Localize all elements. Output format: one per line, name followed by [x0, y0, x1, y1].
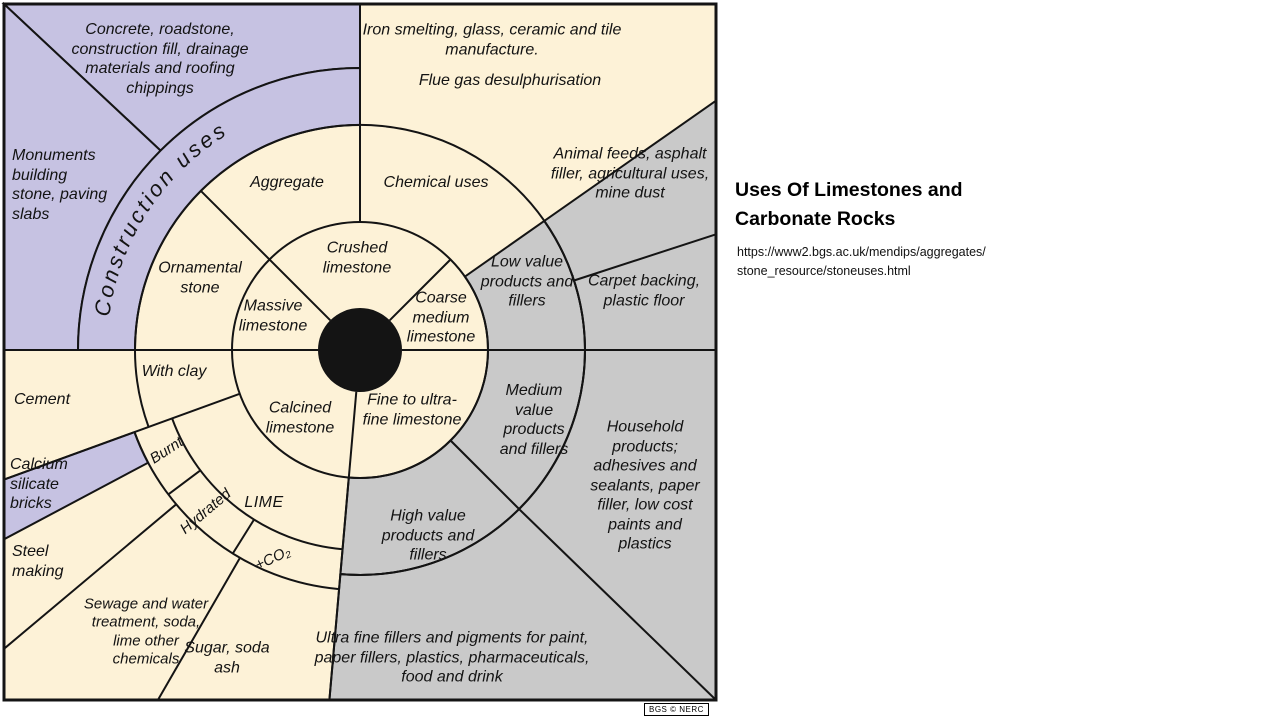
divider-line [200, 190, 332, 322]
label-aggregate: Aggregate [250, 174, 324, 192]
label-lime: LIME [244, 494, 284, 512]
credit-badge: BGS © NERC [644, 703, 709, 716]
lime-band-inner-arc [171, 418, 343, 551]
limestone-uses-diagram: Construction uses [1, 1, 718, 702]
diagram-center-dot [318, 308, 402, 392]
source-url: https://www2.bgs.ac.uk/mendips/aggregate… [737, 245, 986, 278]
lime-band-outer-arc [133, 431, 340, 591]
label-monuments: Monuments building stone, paving slabs [12, 147, 108, 223]
label-low-value: Low value products and fillers [480, 253, 574, 310]
label-cement: Cement [14, 391, 71, 408]
divider-line [231, 519, 255, 555]
divider-line [328, 391, 358, 701]
label-sewage: Sewage and water treatment, soda, lime o… [83, 595, 209, 668]
label-medium-value: Medium value products and fillers [499, 381, 569, 458]
label-calcium-silicate: Calcium silicate bricks [10, 456, 68, 513]
divider-line [167, 469, 201, 496]
label-massive-limestone: Massive limestone [238, 297, 308, 334]
label-animal-feeds: Animal feeds, asphalt filler, agricultur… [550, 145, 710, 202]
divider-line [157, 557, 241, 701]
label-ultra-fine: Ultra fine fillers and pigments for pain… [314, 629, 590, 686]
label-iron-smelting: Iron smelting, glass, ceramic and tile m… [362, 21, 622, 58]
divider-line [3, 392, 241, 481]
divider-line [3, 503, 177, 650]
label-high-value: High value products and fillers [381, 507, 475, 564]
label-crushed-limestone: Crushed limestone [322, 239, 392, 276]
label-ornamental-stone: Ornamental stone [158, 259, 242, 296]
label-concrete: Concrete, roadstone, construction fill, … [71, 20, 249, 97]
outer-ring-arc [134, 123, 586, 576]
divider-line [518, 508, 717, 701]
divider-line [573, 233, 717, 282]
label-with-clay: With clay [141, 363, 207, 381]
label-household: Household products; adhesives and sealan… [590, 418, 700, 553]
label-flue-gas: Flue gas desulphurisation [418, 72, 602, 90]
label-calcined-limestone: Calcined limestone [265, 399, 335, 436]
label-steel-making: Steel making [12, 543, 64, 580]
label-carpet: Carpet backing, plastic floor [587, 272, 701, 309]
label-sugar: Sugar, soda ash [184, 639, 270, 676]
divider-line [388, 258, 452, 322]
diagram-border [2, 2, 718, 702]
label-coarse-medium-limestone: Coarse medium limestone [406, 289, 476, 346]
label-chemical-uses: Chemical uses [383, 174, 489, 192]
page-title: Uses Of Limestones and Carbonate Rocks [735, 179, 963, 231]
label-fine-ultrafine-limestone: Fine to ultra-fine limestone [362, 391, 462, 428]
